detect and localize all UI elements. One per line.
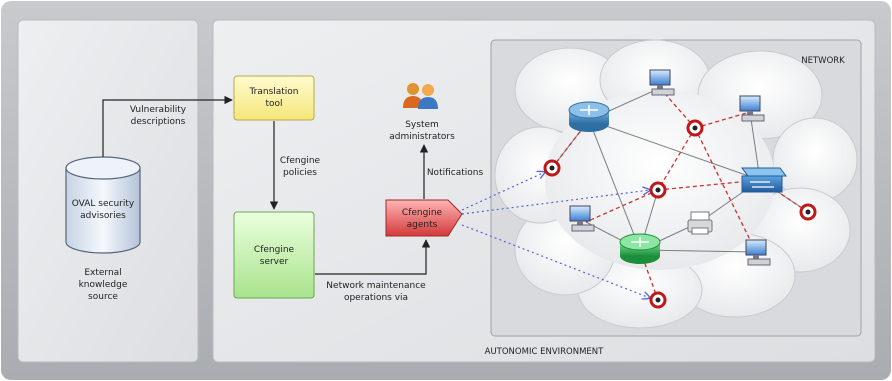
notifications-label: Notifications xyxy=(427,168,484,178)
agent-node-icon xyxy=(799,203,817,221)
router-icon xyxy=(619,233,661,264)
agent-node-icon xyxy=(686,119,704,137)
computer-icon xyxy=(739,95,765,122)
policies-label-line1: Cfengine xyxy=(280,156,321,166)
translation-label-line1: Translation xyxy=(248,87,298,97)
agent-dispatch-arrows xyxy=(461,172,650,298)
network-label: NETWORK xyxy=(801,56,845,66)
sysadmins-label-line2: administrators xyxy=(389,132,455,142)
printer-icon xyxy=(687,211,713,235)
agent-node-icon xyxy=(649,291,667,309)
agents-label-line2: agents xyxy=(407,220,438,230)
maintenance-label-line2: operations via xyxy=(344,293,408,303)
autonomic-environment-label: AUTONOMIC ENVIRONMENT xyxy=(485,347,605,357)
sysadmins-label-line1: System xyxy=(405,120,439,130)
cfengine-agents-box: Cfengine agents xyxy=(385,199,463,237)
agents-label-line1: Cfengine xyxy=(402,208,443,218)
policies-label-line2: policies xyxy=(283,168,317,178)
router-icon xyxy=(568,101,610,132)
maintenance-label-line1: Network maintenance xyxy=(326,281,426,291)
oval-label-line1: OVAL security xyxy=(72,199,135,209)
translation-label-line2: tool xyxy=(265,99,282,109)
oval-database-icon: OVAL security advisories xyxy=(65,156,141,254)
computer-icon xyxy=(745,239,771,266)
agent-node-icon xyxy=(649,181,667,199)
cfengine-server-box: Cfengine server xyxy=(233,211,315,299)
vuln-label-line2: descriptions xyxy=(131,117,186,127)
translation-tool-box: Translation tool xyxy=(233,75,315,121)
agent-node-icon xyxy=(543,159,561,177)
oval-label-line2: advisories xyxy=(80,211,126,221)
people-icon xyxy=(403,83,438,109)
switch-icon xyxy=(741,167,787,193)
vuln-label-line1: Vulnerability xyxy=(130,105,187,115)
server-label-line1: Cfengine xyxy=(254,245,295,255)
server-label-line2: server xyxy=(260,257,289,267)
external-label-line1: External xyxy=(84,268,121,278)
computer-icon xyxy=(569,205,595,232)
external-label-line3: source xyxy=(88,292,118,302)
computer-icon xyxy=(649,69,675,96)
maintenance-arrow xyxy=(315,239,431,275)
external-label-line2: knowledge xyxy=(79,280,128,290)
vulnerability-arrow xyxy=(102,95,233,157)
